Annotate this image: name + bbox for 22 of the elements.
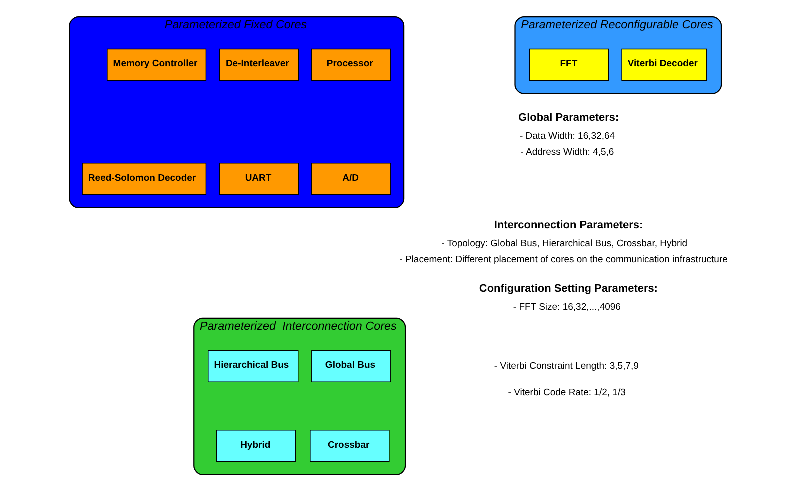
node-box: Hierarchical Bus — [208, 350, 299, 382]
label: Configuration Setting Parameters: — [479, 283, 658, 296]
label: - Data Width: 16,32,64 — [520, 130, 616, 142]
node-box: Memory Controller — [107, 48, 207, 82]
node-box: Processor — [312, 48, 392, 82]
node-box: De-Interleaver — [219, 48, 300, 82]
label: - FFT Size: 16,32,...,4096 — [513, 302, 621, 313]
node-box: Viterbi Decoder — [622, 48, 708, 82]
label: Interconnection Parameters: — [494, 219, 644, 232]
node-box: Reed-Solomon Decoder — [82, 162, 207, 196]
node-box: UART — [219, 162, 300, 196]
node-box: Hybrid — [216, 430, 296, 462]
label: Global Parameters: — [518, 112, 620, 124]
label: - Address Width: 4,5,6 — [520, 146, 614, 158]
node-box: A/D — [312, 162, 392, 196]
node-box: Crossbar — [310, 430, 390, 462]
label: - Viterbi Code Rate: 1/2, 1/3 — [508, 388, 626, 399]
label: - Viterbi Constraint Length: 3,5,7,9 — [494, 360, 639, 372]
label: - Placement: Different placement of cores on the communication infrastructure — [400, 254, 728, 266]
node-box: FFT — [530, 48, 610, 82]
label: - Topology: Global Bus, Hierarchical Bus, Crossbar, Hybrid — [442, 238, 688, 250]
node-box: Global Bus — [312, 350, 392, 382]
